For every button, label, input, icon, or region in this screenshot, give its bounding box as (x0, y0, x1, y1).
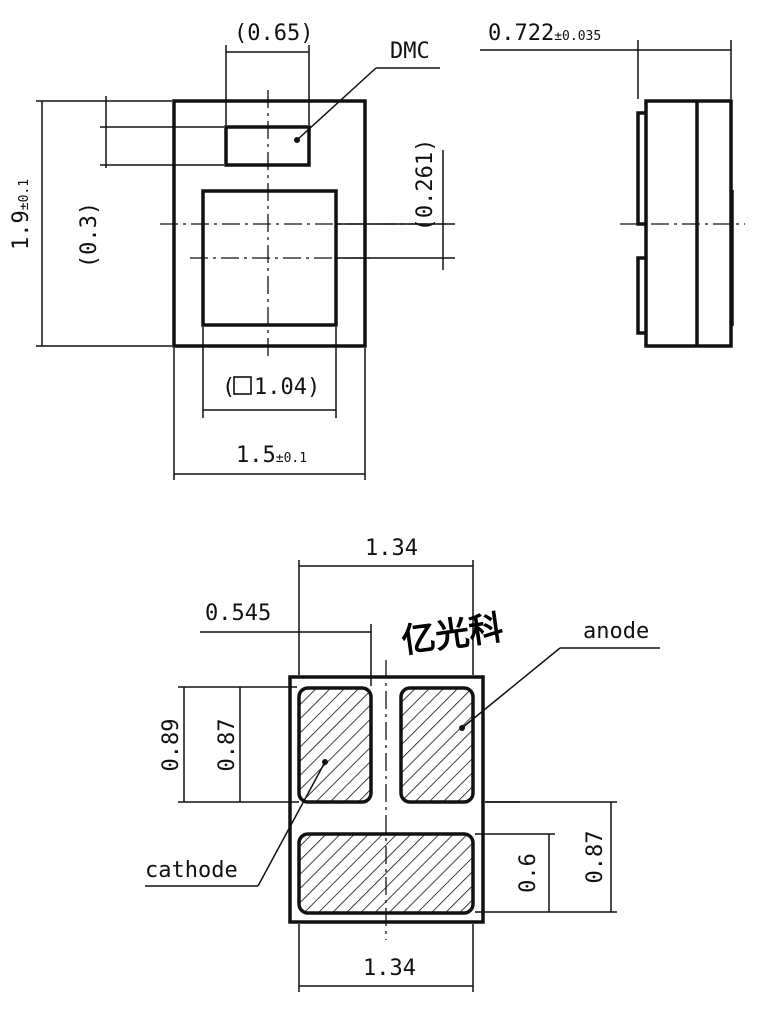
dmc-label: DMC (390, 39, 430, 64)
side-lead-lower (636, 256, 646, 335)
dim-19-value: 1.9 (9, 210, 34, 250)
dmc-leader (296, 67, 377, 141)
dim-15-label: 1.5±0.1 (236, 443, 307, 468)
anode-leader (461, 647, 561, 729)
dim-03-label: (0.3) (77, 202, 102, 268)
dim-19-tolerance: ±0.1 (17, 179, 32, 210)
dim-104-label: 1.04) (254, 375, 320, 400)
dim-065-label: (0.65) (234, 21, 313, 46)
dim-134-bottom-label: 1.34 (363, 956, 416, 981)
square-symbol-icon (233, 376, 252, 395)
anode-label: anode (583, 619, 649, 644)
dim-0722-label: 0.722±0.035 (488, 21, 601, 46)
dim-19-label: 1.9±0.1 (9, 179, 34, 250)
side-view: 0.722±0.035 (480, 21, 745, 348)
side-lead-upper (636, 111, 646, 226)
dim-0261-label: (0.261) (413, 139, 438, 232)
cathode-label: cathode (145, 858, 238, 883)
dim-104-open-paren: ( (222, 375, 235, 400)
anode-pad (399, 686, 475, 804)
dim-06-label: 0.6 (516, 853, 541, 893)
top-view: (0.65) DMC (0.261) 1.9±0.1 (0.3) ( 1.04) (9, 21, 455, 480)
dmc-leader-dot (294, 137, 300, 143)
bottom-view: 1.34 0.545 亿光科 anode 0.89 0.87 cathode 0… (145, 536, 660, 992)
dim-0545-label: 0.545 (205, 601, 271, 626)
dim-0722-value: 0.722 (488, 21, 554, 46)
dim-089-label: 0.89 (159, 719, 184, 772)
cathode-leader (257, 761, 326, 887)
dim-15-tolerance: ±0.1 (276, 451, 307, 466)
dim-0722-tolerance: ±0.035 (554, 29, 601, 44)
cathode-pad-upper (297, 686, 373, 804)
dim-087-right-label: 0.87 (583, 831, 608, 884)
dim-134-top-label: 1.34 (365, 536, 418, 561)
dim-15-value: 1.5 (236, 443, 276, 468)
watermark-text: 亿光科 (399, 608, 506, 662)
dim-087-left-label: 0.87 (215, 719, 240, 772)
